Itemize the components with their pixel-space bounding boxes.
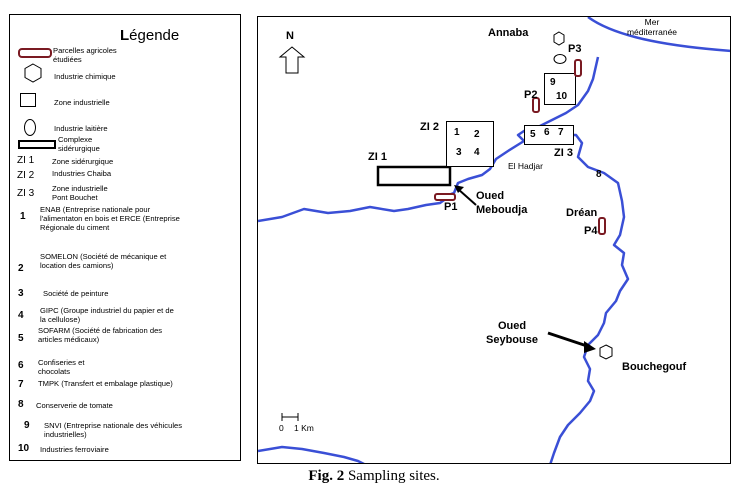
zone-number-10: 10: [556, 91, 568, 102]
legend-text-4: GIPC (Groupe industriel du papier et de …: [40, 306, 174, 324]
legend-text-zi1: Zone sidérurgique: [52, 157, 114, 166]
plot-p3-marker: [574, 59, 582, 77]
legend-code-zi1: ZI 1: [17, 155, 35, 166]
legend-text-1: ENAB (Entreprise nationale pour l'alimen…: [40, 205, 180, 232]
legend-text-7: TMPK (Transfert et embalage plastique): [38, 379, 173, 388]
oued-meboudja-label: Oued Meboudja: [476, 190, 528, 216]
river-southwest: [258, 445, 365, 463]
plot-p1-label: P1: [444, 201, 458, 213]
river-seybouse-lower: [447, 139, 525, 197]
plot-p4-marker: [598, 217, 606, 235]
plot-p4-label: P4: [584, 225, 598, 237]
legend-code-zi3: ZI 3: [17, 188, 35, 199]
zone-number-9: 9: [550, 77, 556, 88]
scale-bar: [281, 413, 299, 421]
legend-text-5: SOFARM (Société de fabrication des artic…: [38, 326, 163, 344]
legend-text-2: SOMELON (Société de mécanique et locatio…: [40, 252, 167, 270]
map-panel: N Mer méditerranée Annaba El Hadjar Dréa…: [257, 16, 731, 464]
chemical-industry-hexagon-icon: [599, 344, 613, 360]
legend-text-6: Confiseries et chocolats: [38, 358, 85, 376]
zi1-label: ZI 1: [368, 151, 387, 163]
scale-one-label: 1 Km: [294, 423, 314, 433]
zi2-number-1: 1: [454, 127, 460, 138]
legend-text-steel-complex: Complexe sidérurgique: [58, 135, 100, 153]
legend-hexagon-icon: [24, 63, 42, 83]
oued-seybouse-label: Oued Seybouse: [486, 320, 538, 346]
legend-text-plots: Parcelles agricoles étudiées: [53, 46, 117, 64]
figure-caption: Fig. 2 Sampling sites.: [0, 468, 748, 485]
arrow-meboudja-head: [454, 185, 464, 193]
legend-code-6: 6: [18, 360, 24, 371]
legend-code-7: 7: [18, 379, 24, 390]
river-meboudja: [258, 191, 455, 223]
legend-oval-symbol: [24, 119, 36, 136]
zi2-box: [446, 121, 494, 167]
zi3-label: ZI 3: [554, 147, 573, 159]
chemical-industry-annaba-icon: [553, 31, 565, 46]
sea-coastline: [587, 17, 730, 53]
zi3-number-7: 7: [558, 127, 564, 138]
legend-text-zi2: Industries Chaiba: [52, 169, 112, 178]
plot-p3-label: P3: [568, 43, 582, 55]
legend-text-chemical: Industrie chimique: [54, 72, 116, 81]
legend-plot-symbol: [18, 48, 52, 58]
plot-p1-marker: [434, 193, 456, 201]
legend-rectangle-symbol: [18, 140, 56, 149]
legend-code-8: 8: [18, 399, 24, 410]
legend-text-10: Industries ferroviaire: [40, 445, 109, 454]
legend-code-10: 10: [18, 443, 30, 454]
legend-code-5: 5: [18, 333, 24, 344]
map-canvas: [258, 17, 730, 463]
zi3-number-5: 5: [530, 129, 536, 140]
plot-p2-label: P2: [524, 89, 538, 101]
zi3-box: [524, 125, 574, 145]
caption-label: Fig. 2: [308, 468, 345, 484]
legend-square-symbol: [20, 93, 36, 107]
steel-complex-zi1: [376, 165, 452, 187]
legend-code-3: 3: [18, 288, 24, 299]
legend-title: Légende: [120, 27, 180, 44]
zone-9-10-box: [544, 73, 576, 105]
legend-text-3: Société de peinture: [43, 289, 109, 298]
river-seybouse: [516, 56, 630, 463]
legend-text-industrial-zone: Zone industrielle: [54, 98, 110, 107]
legend-code-zi2: ZI 2: [17, 170, 35, 181]
legend-text-dairy: Industrie laitière: [54, 124, 108, 133]
legend-code-9: 9: [24, 420, 30, 431]
north-arrow-icon: [278, 46, 306, 74]
legend-code-2: 2: [18, 263, 24, 274]
legend-text-zi3: Zone industrielle Pont Bouchet: [52, 184, 108, 202]
north-label: N: [286, 30, 294, 42]
arrow-meboudja: [457, 188, 477, 206]
arrow-seybouse-head: [584, 341, 596, 353]
zi2-number-2: 2: [474, 129, 480, 140]
zi2-number-4: 4: [474, 147, 480, 158]
sea-label: Mer méditerranée: [626, 17, 678, 37]
caption-text: Sampling sites.: [344, 468, 440, 484]
legend-panel: Légende Parcelles agricoles étudiées Ind…: [9, 14, 241, 461]
annaba-label: Annaba: [488, 27, 529, 39]
legend-code-1: 1: [20, 211, 26, 222]
zi2-label: ZI 2: [420, 121, 439, 133]
plot-p2-marker: [532, 97, 540, 113]
el-hadjar-label: El Hadjar: [508, 161, 543, 171]
legend-code-4: 4: [18, 310, 24, 321]
site-number-8: 8: [596, 169, 602, 180]
dairy-oval-icon: [553, 54, 567, 64]
legend-text-8: Conserverie de tomate: [36, 401, 113, 410]
zi2-number-3: 3: [456, 147, 462, 158]
zi3-number-6: 6: [544, 127, 550, 138]
arrow-seybouse: [547, 331, 591, 349]
scale-zero-label: 0: [279, 423, 284, 433]
drean-label: Dréan: [566, 207, 598, 219]
bouchegouf-label: Bouchegouf: [622, 361, 687, 373]
legend-text-9: SNVI (Entreprise nationale des véhicules…: [44, 421, 183, 439]
